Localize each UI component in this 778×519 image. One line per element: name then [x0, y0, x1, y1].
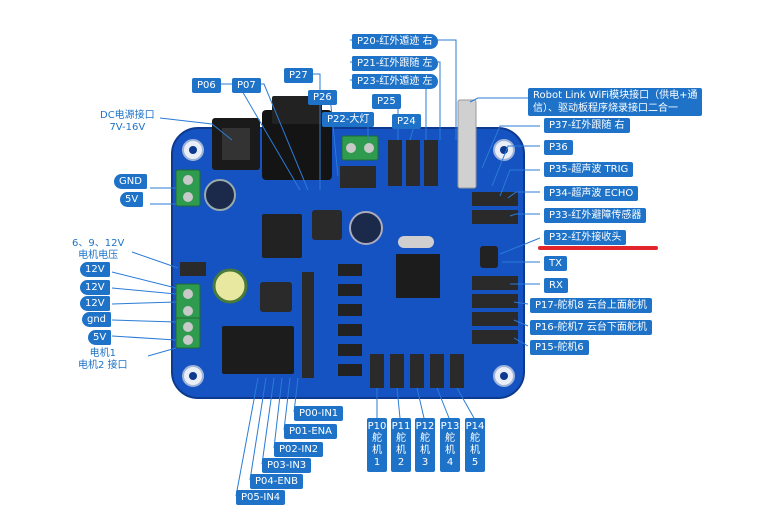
servo-char: 机 — [372, 445, 382, 456]
p02-label: P02-IN2 — [274, 442, 324, 457]
servo-char: 舵 — [470, 433, 480, 444]
p37-label: P37-红外跟随 右 — [544, 118, 630, 133]
servo-char: 机 — [470, 445, 480, 456]
v5-top-label: 5V — [120, 192, 144, 207]
servo-pin: P14 — [465, 421, 485, 432]
motor-driver-ic — [222, 326, 294, 374]
v12-a-label: 12V — [80, 262, 110, 277]
p25-label: P25 — [372, 94, 401, 109]
dc-power-label: DC电源接口 7V-16V — [100, 110, 155, 134]
servo-char: 5 — [471, 457, 479, 468]
screw-terminals — [175, 135, 379, 349]
servo-char: 4 — [446, 457, 454, 468]
servo-4-label: P13 舵 机 4 — [440, 418, 460, 472]
p15-label: P15-舵机6 — [530, 340, 589, 355]
servo-pin: P11 — [391, 421, 411, 432]
servo-char: 1 — [373, 457, 381, 468]
gnd-low-label: gnd — [82, 312, 112, 327]
servo-char: 机 — [445, 445, 455, 456]
servo-char: 舵 — [445, 433, 455, 444]
mounting-holes — [182, 139, 515, 387]
servo-char: 机 — [420, 445, 430, 456]
p20-label: P20-红外遁迹 右 — [352, 34, 438, 49]
robot-link-label: Robot Link WiFi模块接口（供电+通 信）、驱动板程序烧录接口二合一 — [528, 88, 703, 116]
servo-char: 舵 — [396, 433, 406, 444]
rx-label: RX — [544, 278, 568, 293]
p04-label: P04-ENB — [250, 474, 304, 489]
p00-label: P00-IN1 — [294, 406, 344, 421]
v12-b-label: 12V — [80, 280, 110, 295]
p34-label: P34-超声波 ECHO — [544, 186, 639, 201]
p17-label: P17-舵机8 云台上面舵机 — [530, 298, 652, 313]
robot-link-line1: Robot Link WiFi模块接口（供电+通 — [533, 90, 698, 101]
servo-char: 2 — [397, 457, 405, 468]
p23-label: P23-红外遁迹 左 — [352, 74, 438, 89]
servo-char: 舵 — [420, 433, 430, 444]
p07-label: P07 — [232, 78, 261, 93]
servo-5-label: P14 舵 机 5 — [465, 418, 485, 472]
p01-label: P01-ENA — [284, 424, 338, 439]
usb-port — [457, 99, 477, 189]
motor-voltage-line1: 6、9、12V — [72, 238, 125, 249]
capacitors — [204, 179, 383, 304]
p32-label: P32-红外接收头 — [544, 230, 627, 245]
dc-power-line1: DC电源接口 — [100, 110, 155, 121]
p35-label: P35-超声波 TRIG — [544, 162, 634, 177]
p21-label: P21-红外跟随 左 — [352, 56, 438, 71]
p16-label: P16-舵机7 云台下面舵机 — [530, 320, 652, 335]
gnd-label: GND — [114, 174, 147, 189]
p05-label: P05-IN4 — [236, 490, 286, 505]
robot-link-line2: 信）、驱动板程序烧录接口二合一 — [533, 103, 678, 114]
v12-c-label: 12V — [80, 296, 110, 311]
v5-low-label: 5V — [88, 330, 112, 345]
p36-label: P36 — [544, 140, 573, 155]
servo-pin: P13 — [440, 421, 460, 432]
motor-voltage-line2: 电机电压 — [78, 250, 119, 261]
servo-char: 舵 — [372, 433, 382, 444]
servo-char: 机 — [396, 445, 406, 456]
motor-interface-line1: 电机1 — [89, 348, 116, 359]
power-switch — [262, 110, 332, 180]
servo-char: 3 — [421, 457, 429, 468]
pin-headers — [180, 140, 518, 388]
motor-interface-label: 电机1 电机2 接口 — [78, 348, 128, 372]
p06-label: P06 — [192, 78, 221, 93]
servo-3-label: P12 舵 机 3 — [415, 418, 435, 472]
servo-2-label: P11 舵 机 2 — [391, 418, 411, 472]
p33-label: P33-红外避障传感器 — [544, 208, 647, 223]
p22-label: P22-大灯 — [322, 112, 375, 127]
p24-label: P24 — [392, 114, 421, 129]
dc-power-line2: 7V-16V — [109, 122, 146, 133]
servo-pin: P10 — [367, 421, 387, 432]
servo-1-label: P10 舵 机 1 — [367, 418, 387, 472]
motor-voltage-label: 6、9、12V 电机电压 — [72, 238, 124, 262]
motor-interface-line2: 电机2 接口 — [78, 360, 128, 371]
servo-pin: P12 — [415, 421, 435, 432]
p27-label: P27 — [284, 68, 313, 83]
p03-label: P03-IN3 — [262, 458, 312, 473]
tx-label: TX — [544, 256, 567, 271]
p26-label: P26 — [308, 90, 337, 105]
mcu-chip — [396, 254, 440, 298]
